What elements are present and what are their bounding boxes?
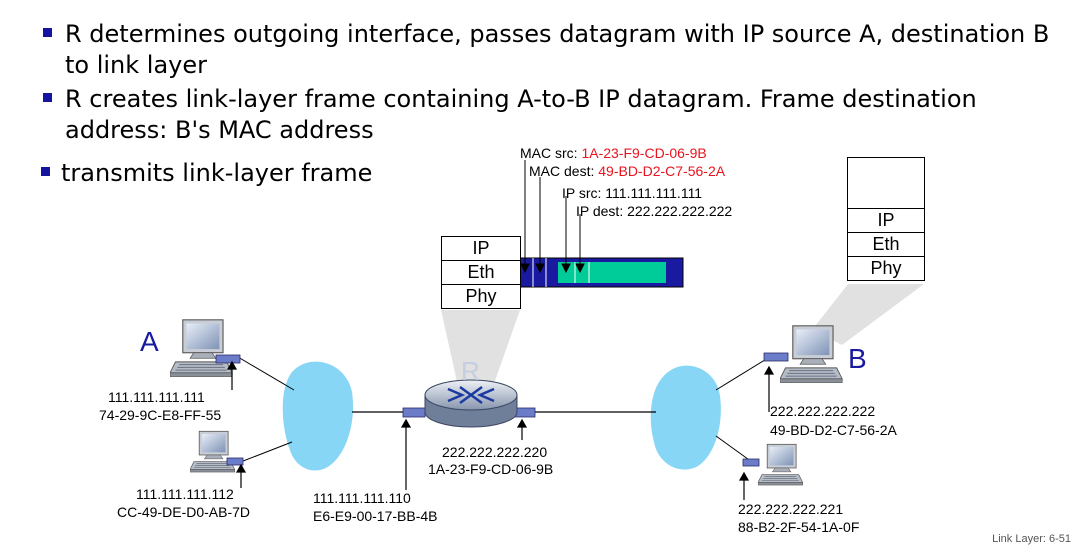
mac-dest-value: 49-BD-D2-C7-56-2A [598,163,726,179]
host-2-computer-icon [190,430,236,473]
stack-layer-ip: IP [472,238,490,258]
router-name: R [461,356,480,386]
mac-src-value: 1A-23-F9-CD-06-9B [581,145,707,161]
host-a-computer-icon [170,319,233,378]
host-b-ip: 222.222.222.222 [770,403,876,419]
router-left-ip: 111.111.111.110 [313,490,411,506]
slide-footer: Link Layer: 6-51 [992,533,1071,545]
router-callout-beam [441,310,520,395]
host-b-mac: 49-BD-D2-C7-56-2A [770,422,897,438]
link-layer-frame [518,257,684,288]
host-b-callout-beam [812,284,924,345]
subnet-left-cloud [282,361,354,471]
stack-layer-eth: Eth [442,260,520,284]
host-b-protocol-stack: IP Eth Phy [847,157,925,281]
bullet-marker [43,93,52,102]
ip-dest-label: IP dest: 222.222.222.222 [576,203,733,219]
subnet-right-cloud [650,365,721,470]
host-2-ip: 111.111.111.112 [136,486,234,502]
stack-layer-ip: IP [848,208,924,232]
stack-layer-phy: Phy [848,256,924,280]
ip-src-label: IP src: 111.111.111.111 [562,185,703,201]
bullet-3-line1: transmits link-layer frame [61,159,373,187]
router-icon [424,379,518,428]
mac-dest-label: MAC dest: 49-BD-D2-C7-56-2A [529,163,726,179]
stack-layer-phy: Phy [442,284,520,308]
bullet-1: R determines outgoing interface, passes … [43,19,1050,81]
host-b-name: B [848,343,867,374]
host-a-mac: 74-29-9C-E8-FF-55 [99,407,222,423]
bullet-2-line1: R creates link-layer frame containing A-… [65,85,977,113]
mac-src-label: MAC src: 1A-23-F9-CD-06-9B [520,145,707,161]
router-right-mac: 1A-23-F9-CD-06-9B [428,461,554,477]
router-protocol-stack: IP Eth Phy [441,236,521,309]
stack-layer-eth: Eth [848,232,924,256]
adapter-icons [215,352,789,467]
bullet-2: R creates link-layer frame containing A-… [43,84,977,146]
router-left-mac: E6-E9-00-17-BB-4B [313,508,438,524]
router-right-ip: 222.222.222.220 [442,444,548,460]
host-b-computer-icon [780,325,843,384]
bullet-marker [43,28,52,37]
bullet-2-line2: address: B's MAC address [65,116,374,144]
host-4-ip: 222.222.222.221 [738,501,844,517]
host-4-mac: 88-B2-2F-54-1A-0F [738,519,860,535]
host-a-ip: 111.111.111.111 [108,389,205,405]
stack-layer-empty [848,158,924,208]
bullet-1-line2: to link layer [65,51,208,79]
host-a-name: A [140,326,159,357]
bullet-1-line1: R determines outgoing interface, passes … [65,20,1050,48]
host-4-computer-icon [758,443,804,486]
bullet-marker [41,167,50,176]
host-2-mac: CC-49-DE-D0-AB-7D [117,504,251,520]
bullet-3: transmits link-layer frame [41,158,373,189]
